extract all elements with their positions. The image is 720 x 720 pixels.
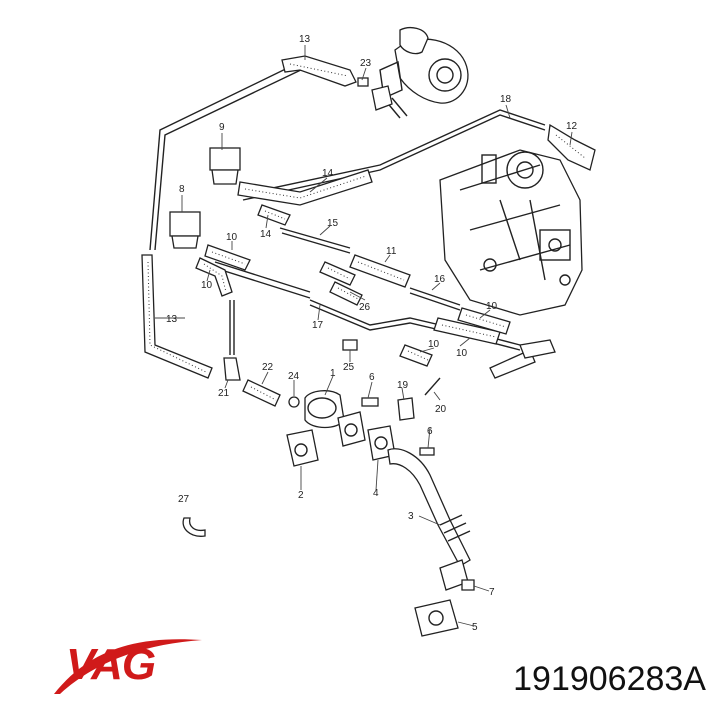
callout-25: 25 [343, 362, 355, 373]
egr-valve-assembly [286, 390, 475, 637]
small-components [169, 77, 556, 537]
rubber-hoses [141, 55, 596, 407]
callout-17: 17 [312, 320, 324, 331]
callout-10: 10 [456, 348, 468, 359]
callout-13: 13 [299, 34, 311, 45]
callout-14: 14 [322, 168, 334, 179]
brand-logo: VAG [66, 640, 156, 689]
callout-10: 10 [226, 232, 238, 243]
callout-27: 27 [178, 494, 190, 505]
callout-19: 19 [397, 380, 409, 391]
callout-6: 6 [427, 426, 433, 437]
callout-15: 15 [327, 218, 339, 229]
callout-3: 3 [408, 511, 414, 522]
callout-21: 21 [218, 388, 230, 399]
callout-22: 22 [262, 362, 274, 373]
callout-12: 12 [566, 121, 578, 132]
callout-labels: 13 23 9 18 12 14 8 14 15 10 11 10 16 26 … [166, 34, 578, 633]
injection-pump [439, 149, 583, 316]
callout-8: 8 [179, 184, 185, 195]
callout-1: 1 [330, 368, 336, 379]
callout-26: 26 [359, 302, 371, 313]
callout-10: 10 [201, 280, 213, 291]
callout-2: 2 [298, 490, 304, 501]
callout-4: 4 [373, 488, 379, 499]
callout-9: 9 [219, 122, 225, 133]
callout-13: 13 [166, 314, 178, 325]
part-number: 191906283A [513, 660, 706, 698]
callout-18: 18 [500, 94, 512, 105]
callout-7: 7 [489, 587, 495, 598]
callout-23: 23 [360, 58, 372, 69]
callout-16: 16 [434, 274, 446, 285]
callout-5: 5 [472, 622, 478, 633]
callout-6: 6 [369, 372, 375, 383]
callout-10: 10 [486, 301, 498, 312]
callout-20: 20 [435, 404, 447, 415]
vag-logo-swoosh [54, 639, 202, 694]
callout-14: 14 [260, 229, 272, 240]
callout-10: 10 [428, 339, 440, 350]
leader-lines [155, 45, 573, 627]
turbocharger [379, 27, 469, 119]
callout-24: 24 [288, 371, 300, 382]
callout-11: 11 [386, 246, 397, 257]
